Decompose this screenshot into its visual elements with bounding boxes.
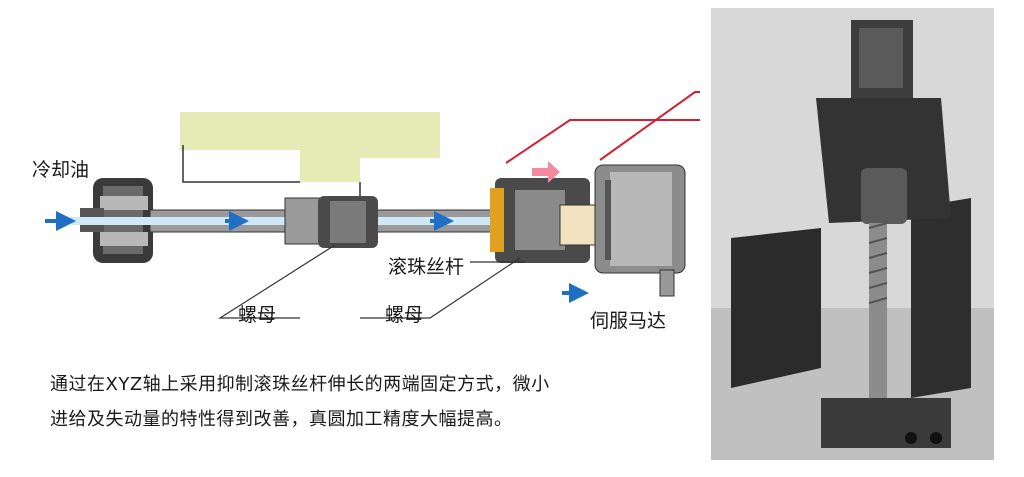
machine-photo bbox=[711, 8, 994, 460]
caption-line-1: 通过在XYZ轴上采用抑制滚珠丝杆伸长的两端固定方式，微小 bbox=[50, 374, 550, 395]
nut-left-label: 螺母 bbox=[238, 304, 277, 326]
ball-screw-label: 滚珠丝杆 bbox=[388, 256, 465, 278]
pink-flow-arrow bbox=[532, 161, 560, 183]
nut-right-leader bbox=[360, 257, 521, 319]
nut-right-label: 螺母 bbox=[385, 304, 424, 326]
nut-left-leader bbox=[217, 244, 336, 319]
servo-motor-body bbox=[594, 164, 686, 297]
coolant-oil-label: 冷却油 bbox=[32, 159, 90, 181]
red-leader-1 bbox=[505, 119, 700, 164]
right-support-bearing bbox=[490, 178, 606, 263]
ball-screw-diagram bbox=[45, 91, 700, 319]
servo-motor-label: 伺服马达 bbox=[590, 310, 667, 332]
caption-line-2: 进给及失动量的特性得到改善，真圆加工精度大幅提高。 bbox=[50, 409, 513, 430]
machine-table bbox=[180, 112, 440, 182]
red-leader-2 bbox=[599, 91, 700, 161]
middle-nut bbox=[284, 196, 378, 248]
